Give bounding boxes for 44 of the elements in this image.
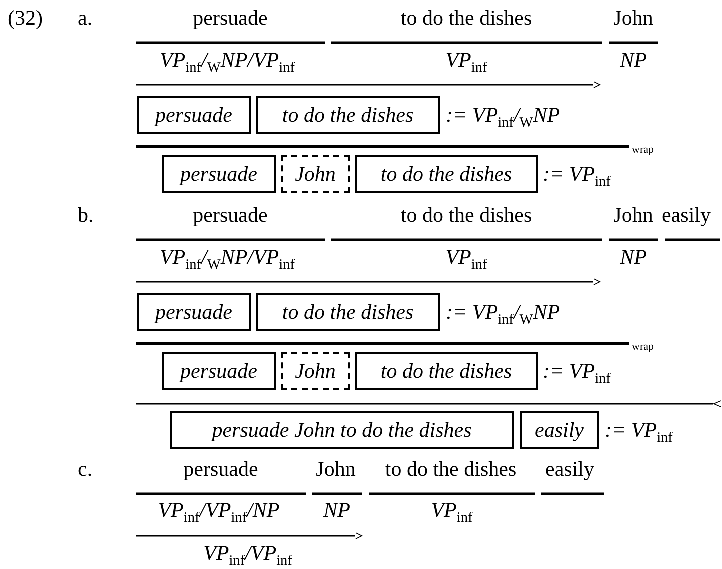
category-label: VP$_{inf}$ bbox=[430, 497, 474, 523]
category-label: VP$_{inf}$/VP$_{inf}$/NP bbox=[157, 497, 281, 523]
phrase-box: persuade bbox=[137, 293, 251, 331]
category-label: := VP$_{inf}$ bbox=[605, 417, 674, 443]
word-text: persuade bbox=[192, 5, 269, 31]
dashed-phrase-box: John bbox=[281, 155, 350, 193]
phrase-box: persuade bbox=[137, 96, 251, 134]
phrase-box: to do the dishes bbox=[355, 352, 538, 390]
item-letter: b. bbox=[78, 202, 95, 228]
phrase-box: to do the dishes bbox=[355, 155, 538, 193]
category-label: VP$_{inf}$/$_{W}$NP/VP$_{inf}$ bbox=[158, 244, 296, 270]
example-number: (32) bbox=[8, 5, 44, 31]
category-label: NP bbox=[619, 244, 648, 270]
category-label: := VP$_{inf}$/$_{W}$NP bbox=[446, 102, 562, 128]
word-text: John bbox=[315, 456, 357, 482]
category-label: VP$_{inf}$ bbox=[444, 244, 488, 270]
item-letter: c. bbox=[78, 456, 94, 482]
phrase-box: to do the dishes bbox=[256, 96, 440, 134]
word-text: to do the dishes bbox=[400, 5, 534, 31]
category-label: := VP$_{inf}$ bbox=[543, 358, 612, 384]
dashed-phrase-box: John bbox=[281, 352, 350, 390]
category-label: := VP$_{inf}$/$_{W}$NP bbox=[446, 299, 562, 325]
item-letter: a. bbox=[78, 5, 94, 31]
category-label: NP bbox=[322, 497, 352, 523]
category-label: VP$_{inf}$/$_{W}$NP/VP$_{inf}$ bbox=[158, 47, 296, 73]
word-text: John bbox=[612, 5, 654, 31]
word-text: persuade bbox=[192, 202, 269, 228]
phrase-box: to do the dishes bbox=[256, 293, 440, 331]
word-text: John bbox=[612, 202, 654, 228]
phrase-box: persuade bbox=[162, 155, 276, 193]
phrase-box: easily bbox=[520, 411, 599, 449]
category-label: VP$_{inf}$/VP$_{inf}$ bbox=[202, 540, 294, 566]
phrase-box: persuade bbox=[162, 352, 276, 390]
word-text: easily bbox=[662, 202, 712, 228]
rule-name: wrap bbox=[632, 143, 655, 158]
phrase-box: persuade John to do the dishes bbox=[170, 411, 514, 449]
category-label: VP$_{inf}$ bbox=[444, 47, 488, 73]
word-text: to do the dishes bbox=[400, 202, 534, 228]
rule-name: wrap bbox=[632, 340, 655, 355]
word-text: to do the dishes bbox=[384, 456, 518, 482]
word-text: easily bbox=[544, 456, 596, 482]
category-label: NP bbox=[619, 47, 648, 73]
word-text: persuade bbox=[182, 456, 260, 482]
category-label: := VP$_{inf}$ bbox=[543, 161, 612, 187]
